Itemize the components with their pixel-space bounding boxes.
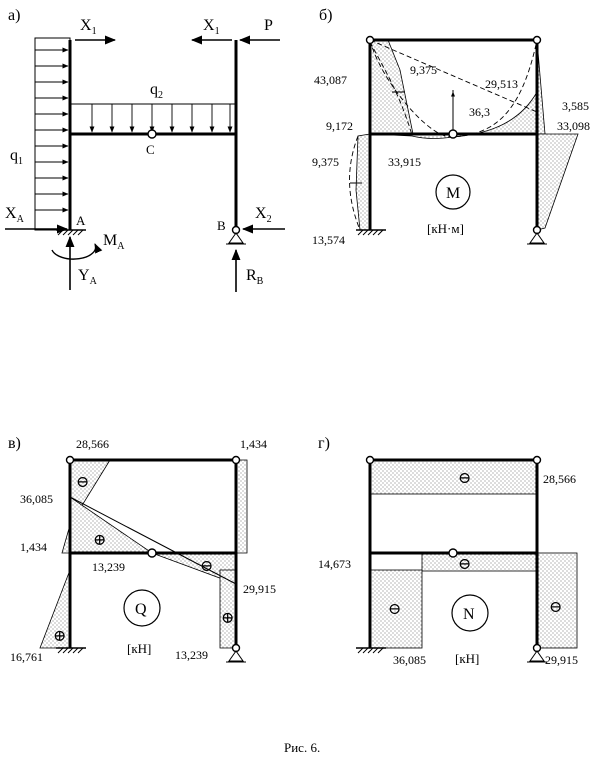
x1-left-label: X	[80, 17, 92, 34]
normal-area-top-beam	[369, 459, 538, 495]
shear-value: 13,239	[175, 648, 208, 662]
q1-load	[34, 37, 71, 231]
shear-pin-support	[226, 643, 246, 663]
moment-units: [кН·м]	[427, 221, 464, 236]
normal-circle-label: N	[463, 606, 475, 623]
normal-units: [кН]	[455, 651, 479, 666]
moment-value: 36,3	[469, 105, 490, 119]
panel-b-moment: б)	[312, 7, 590, 247]
point-c-label: C	[146, 142, 155, 157]
point-a-label: A	[76, 213, 86, 228]
hinge-c	[147, 129, 157, 139]
moment-value: 33,915	[388, 155, 421, 169]
svg-text:X2: X2	[255, 205, 272, 225]
shear-value: 36,085	[20, 492, 53, 506]
sign-marker: ⊕	[93, 532, 106, 549]
normal-circle	[451, 594, 489, 632]
normal-pin-support	[527, 643, 547, 663]
moment-value: 9,375	[312, 155, 339, 169]
moment-pin-support	[527, 225, 547, 245]
normal-value: 36,085	[393, 653, 426, 667]
moment-area-left-bottom	[355, 133, 371, 231]
ma-label: M	[103, 232, 117, 249]
moment-circle	[435, 174, 471, 210]
normal-area-mid-beam	[421, 552, 538, 572]
panel-v-shear: в) Q [кН] ⊖	[8, 435, 276, 664]
shear-value: 1,434	[20, 540, 47, 554]
panel-v-label: в)	[8, 435, 21, 452]
fixed-support-a	[56, 229, 86, 236]
normal-fixed-support	[356, 647, 386, 654]
point-b-label: B	[217, 218, 226, 233]
shear-fixed-support	[56, 647, 86, 654]
panel-g-label: г)	[318, 435, 330, 452]
shear-value: 1,434	[240, 437, 267, 451]
q2-label: q	[150, 81, 158, 98]
q1-label: q	[10, 147, 18, 164]
moment-value: 43,087	[314, 73, 347, 87]
normal-area-left-column	[369, 569, 423, 649]
panel-b-label: б)	[319, 7, 332, 24]
shear-circle	[123, 589, 161, 627]
svg-text:XA: XA	[5, 205, 25, 225]
shear-value: 16,761	[10, 650, 43, 664]
moment-area-right-bottom	[536, 133, 579, 231]
sign-marker: ⊖	[458, 470, 471, 487]
panel-a-scheme: а)	[5, 7, 285, 292]
moment-value: 3,585	[562, 99, 589, 113]
shear-circle-label: Q	[135, 601, 147, 618]
svg-text:q2: q2	[150, 81, 163, 101]
rb-label: R	[246, 267, 257, 284]
svg-text:X1: X1	[80, 17, 97, 37]
panel-g-normal: г) N [кН] ⊖ ⊖ ⊖ ⊖	[318, 435, 578, 667]
shear-area-beam-positive	[69, 496, 154, 554]
moment-area-beam	[369, 90, 546, 139]
moment-value: 13,574	[312, 233, 345, 247]
normal-area-right-column	[536, 552, 578, 649]
p-label: P	[264, 17, 273, 34]
sign-marker: ⊖	[458, 556, 471, 573]
x1-right-label: X	[203, 17, 215, 34]
sign-marker: ⊕	[53, 628, 66, 645]
figure-caption: Рис. 6.	[284, 740, 320, 755]
shear-value: 28,566	[76, 437, 109, 451]
moment-value: 9,375	[410, 63, 437, 77]
shear-units: [кН]	[127, 641, 151, 656]
ya-label: Y	[78, 267, 90, 284]
pin-support-b	[226, 225, 246, 245]
xa-label: X	[5, 205, 17, 222]
svg-text:X1: X1	[203, 17, 220, 37]
shear-value: 29,915	[243, 582, 276, 596]
moment-value: 33,098	[557, 119, 590, 133]
panel-a-label: а)	[8, 7, 20, 24]
sign-marker: ⊖	[76, 474, 89, 491]
moment-fixed-support	[356, 229, 386, 236]
moment-area-left-top	[369, 39, 414, 135]
sign-marker: ⊖	[388, 601, 401, 618]
sign-marker: ⊖	[200, 558, 213, 575]
svg-text:MA: MA	[103, 232, 125, 252]
normal-value: 29,915	[545, 653, 578, 667]
normal-value: 28,566	[543, 472, 576, 486]
moment-value: 29,513	[485, 77, 518, 91]
normal-value: 14,673	[318, 557, 351, 571]
shear-area-right-bottom	[219, 569, 237, 649]
dashed-chord	[369, 39, 538, 113]
svg-text:RB: RB	[246, 267, 264, 287]
x2-label: X	[255, 205, 267, 222]
moment-circle-label: M	[446, 185, 460, 202]
ma-moment-arrow	[51, 243, 103, 260]
sign-marker: ⊖	[549, 599, 562, 616]
sign-marker: ⊕	[221, 610, 234, 627]
moment-value: 9,172	[326, 119, 353, 133]
svg-text:q1: q1	[10, 147, 23, 167]
svg-text:YA: YA	[78, 267, 98, 287]
shear-area-right-top	[235, 459, 248, 554]
shear-value: 13,239	[92, 560, 125, 574]
